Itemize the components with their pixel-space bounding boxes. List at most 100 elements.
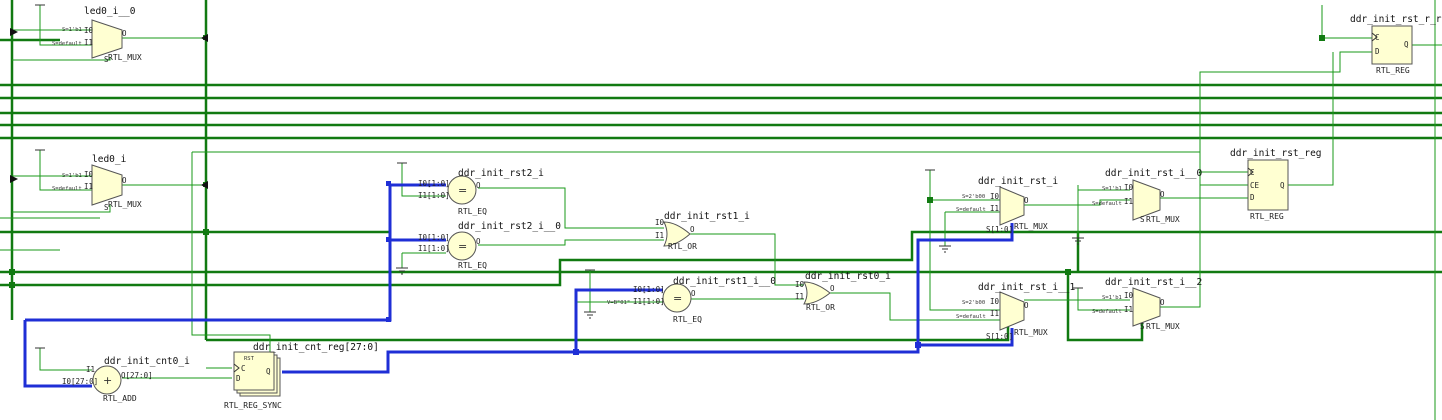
thick-nets [0, 0, 1442, 342]
pin-i1: I1 [84, 38, 93, 47]
pin-i1: I1[1:0] [633, 297, 665, 306]
cell-type: RTL_MUX [1014, 328, 1048, 337]
case-i1: S=default [1092, 309, 1122, 315]
pin-s: S[1:0] [986, 332, 1013, 341]
cell-name: ddr_init_cnt_reg[27:0] [253, 342, 379, 353]
cell-type: RTL_EQ [458, 207, 487, 216]
cell-name: ddr_init_rst2_i__0 [458, 221, 561, 232]
pin-i1: I1 [990, 204, 999, 213]
cell-ddr-init-rst-r-reg[interactable]: ddr_init_rst_r_re RTL_REG C D Q [1350, 14, 1442, 75]
cell-name: ddr_init_rst2_i [458, 168, 544, 179]
pin-i0: I0 [1124, 291, 1134, 300]
pin-o: O [476, 237, 481, 246]
pin-i1: I1 [990, 309, 999, 318]
cell-ddr-init-rst-i-0[interactable]: ddr_init_rst_i__0 RTL_MUX I0 I1 O S S=1'… [1092, 168, 1203, 224]
cell-ddr-init-rst-reg[interactable]: ddr_init_rst_reg RTL_REG C CE D Q [1230, 148, 1322, 221]
cell-name: ddr_init_rst0_i [805, 271, 891, 282]
pin-i0: I0 [655, 218, 665, 227]
port-markers [10, 28, 208, 189]
cell-type: RTL_REG [1376, 66, 1410, 75]
cell-name: ddr_init_cnt0_i [104, 356, 190, 367]
eq-symbol: = [458, 240, 467, 253]
cell-ddr-init-rst0-i[interactable]: ddr_init_rst0_i RTL_OR I0 I1 O [795, 271, 891, 312]
cell-ddr-init-cnt-reg[interactable]: ddr_init_cnt_reg[27:0] RTL_REG_SYNC RST … [224, 342, 379, 410]
pin-i1: I1 [1124, 197, 1133, 206]
eq-symbol: = [458, 184, 467, 197]
cell-ddr-init-rst2-i[interactable]: = ddr_init_rst2_i RTL_EQ I0[1:0] I1[1:0]… [418, 168, 544, 216]
cell-type: RTL_OR [806, 303, 835, 312]
cell-type: RTL_ADD [103, 394, 137, 403]
pin-d: D [1250, 193, 1255, 202]
pin-i1: I1 [795, 292, 804, 301]
pin-o: O [1160, 298, 1165, 307]
cell-type: RTL_MUX [108, 200, 142, 209]
pin-i0: I0 [84, 26, 94, 35]
pin-o: O [1160, 190, 1165, 199]
pin-rst: RST [244, 356, 255, 362]
cell-ddr-init-rst1-i-0[interactable]: = ddr_init_rst1_i__0 RTL_EQ I0[1:0] I1[1… [607, 276, 776, 324]
cell-led0-i[interactable]: led0_i RTL_MUX I0 I1 O S S=1'b1 S=defaul… [52, 154, 142, 212]
pin-i1: I1 [86, 365, 95, 374]
cell-ddr-init-rst-i-1[interactable]: ddr_init_rst_i__1 RTL_MUX I0 I1 O S[1:0]… [956, 282, 1076, 341]
pin-o: O [830, 284, 835, 293]
pin-o: O [1024, 301, 1029, 310]
pin-o: O [476, 181, 481, 190]
case-i1: S=default [52, 186, 82, 192]
cell-type: RTL_MUX [1146, 215, 1180, 224]
cell-name: led0_i__0 [84, 6, 136, 17]
pin-s: S [104, 55, 109, 64]
pin-o: O [691, 289, 696, 298]
pin-i0: I0 [990, 297, 1000, 306]
case-i0: S=2'b00 [962, 300, 985, 306]
const-i1: V=B"01" [607, 300, 630, 306]
cell-type: RTL_MUX [108, 53, 142, 62]
pin-i1: I1[1:0] [418, 244, 450, 253]
pin-q: Q [266, 367, 271, 376]
cell-type: RTL_EQ [673, 315, 702, 324]
pin-d: D [236, 374, 241, 383]
pin-i0: I0[1:0] [418, 179, 450, 188]
pin-c: C [1250, 168, 1255, 177]
case-i0: S=2'b00 [962, 194, 985, 200]
case-i0: S=1'b1 [1102, 295, 1122, 301]
cell-ddr-init-rst2-i-0[interactable]: = ddr_init_rst2_i__0 RTL_EQ I0[1:0] I1[1… [418, 221, 561, 270]
cell-ddr-init-cnt0-i[interactable]: + ddr_init_cnt0_i RTL_ADD I0[27:0] I1 O[… [62, 356, 190, 403]
cell-type: RTL_MUX [1014, 222, 1048, 231]
pin-i0: I0 [795, 280, 805, 289]
case-i0: S=1'b1 [62, 173, 82, 179]
pin-o: O [122, 29, 127, 38]
pin-c: C [241, 364, 246, 373]
cell-ddr-init-rst-i[interactable]: ddr_init_rst_i RTL_MUX I0 I1 O S[1:0] S=… [956, 176, 1058, 234]
cell-name: ddr_init_rst1_i__0 [673, 276, 776, 287]
pin-q: Q [1280, 181, 1285, 190]
cell-ddr-init-rst1-i[interactable]: ddr_init_rst1_i RTL_OR I0 I1 O [655, 211, 750, 251]
pin-c: C [1375, 33, 1380, 42]
pin-i1: I1 [655, 231, 664, 240]
cell-name: ddr_init_rst_reg [1230, 148, 1322, 159]
cell-type: RTL_REG [1250, 212, 1284, 221]
bus-nets [23, 183, 1014, 388]
cell-type: RTL_OR [668, 242, 697, 251]
cell-name: ddr_init_rst_i__2 [1105, 277, 1202, 288]
case-i1: S=default [52, 41, 82, 47]
pin-i0: I0 [1124, 183, 1134, 192]
cell-type: RTL_EQ [458, 261, 487, 270]
pin-d: D [1375, 47, 1380, 56]
pin-i0: I0[27:0] [62, 377, 98, 386]
cell-name: ddr_init_rst_i [978, 176, 1058, 187]
pin-i0: I0 [990, 192, 1000, 201]
pin-o: O [690, 225, 695, 234]
cell-led0-i-0[interactable]: led0_i__0 RTL_MUX I0 I1 O S S=1'b1 S=def… [52, 6, 142, 64]
cell-name: ddr_init_rst_i__0 [1105, 168, 1203, 179]
pin-i1: I1[1:0] [418, 191, 450, 200]
pin-s: S [104, 203, 109, 212]
cell-ddr-init-rst-i-2[interactable]: ddr_init_rst_i__2 RTL_MUX I0 I1 O S S=1'… [1092, 277, 1202, 331]
case-i0: S=1'b1 [62, 27, 82, 33]
cell-type: RTL_MUX [1146, 322, 1180, 331]
pin-o: O [1024, 196, 1029, 205]
pin-o: O [122, 176, 127, 185]
eq-symbol: = [673, 292, 682, 305]
case-i1: S=default [956, 314, 986, 320]
